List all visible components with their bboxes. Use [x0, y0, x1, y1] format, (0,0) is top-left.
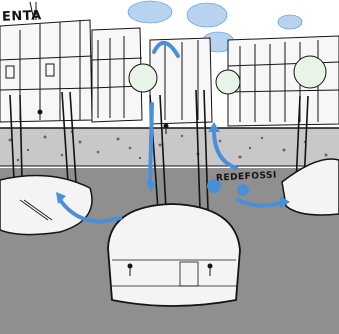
title-fragment: ENTA	[2, 8, 42, 24]
underground-chamber-right	[282, 159, 339, 215]
gravel-layer	[0, 128, 339, 166]
underground-chamber-center	[108, 204, 240, 306]
